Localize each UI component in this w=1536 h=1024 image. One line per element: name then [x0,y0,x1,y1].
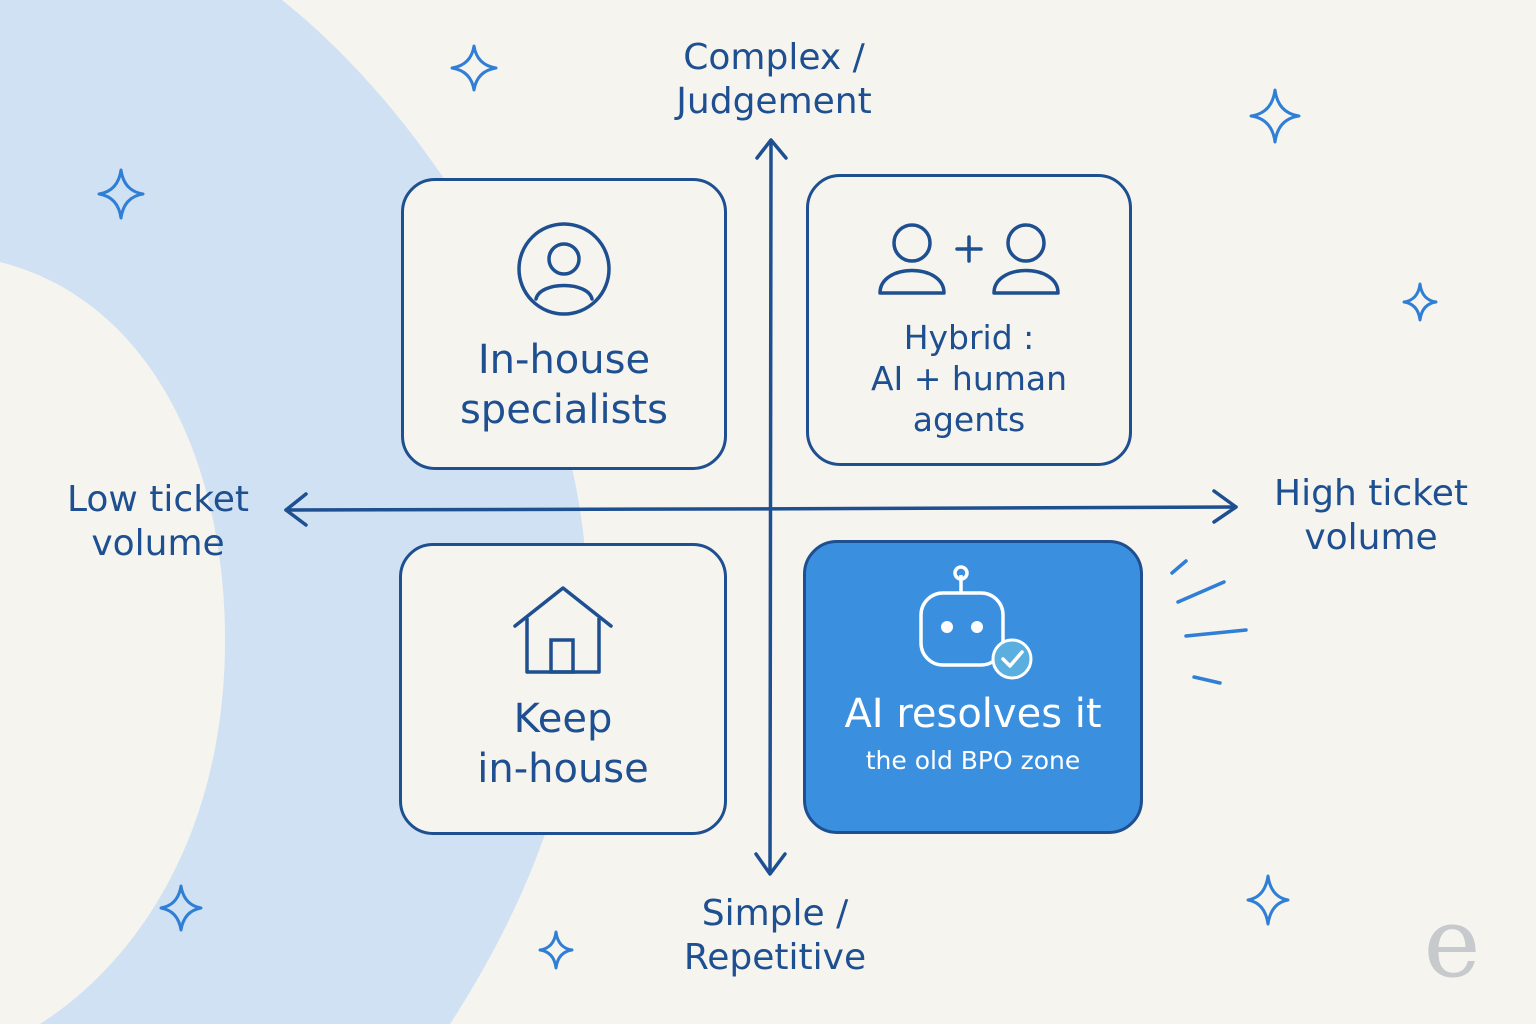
quadrant-title-line2: specialists [459,387,669,433]
quadrant-title: Keep in-house [477,694,649,794]
robot-check-icon [919,565,1033,680]
quadrant-title: AI resolves it [844,689,1101,739]
brand-logo: e [1423,887,1481,999]
axis-label-top-line1: Complex / [683,37,865,78]
vertical-axis [754,138,788,876]
person-icon [517,222,611,316]
axis-label-left-line2: volume [91,523,225,564]
axis-label-bottom-line2: Repetitive [683,937,867,978]
quadrant-hybrid: Hybrid : AI + human agents [806,174,1132,466]
quadrant-keep-in-house: Keep in-house [399,543,727,835]
axis-label-top-line2: Judgement [676,81,872,122]
axis-label-right: High ticket volume [1266,472,1476,560]
quadrant-title-line2: in-house [477,746,649,792]
sparkle-icon [538,930,574,970]
quadrant-title: Hybrid : AI + human agents [871,317,1067,440]
axis-label-bottom-line1: Simple / [701,893,849,934]
horizontal-axis [284,489,1238,527]
emphasis-lines [1170,559,1248,685]
house-icon [513,586,613,674]
axis-label-top: Complex / Judgement [666,36,882,124]
quadrant-title-line2: AI + human [870,359,1068,398]
axis-label-right-line1: High ticket [1274,473,1468,514]
quadrant-title-line1: AI resolves it [844,691,1102,737]
quadrant-title-line1: Keep [513,696,613,742]
quadrant-subtitle: the old BPO zone [865,746,1081,775]
two-people-icon [878,223,1060,295]
quadrant-title-line3: agents [912,400,1026,439]
quadrant-title: In-house specialists [460,335,668,435]
sparkle-icon [450,44,498,92]
sparkle-icon [1246,874,1290,926]
sparkle-icon [1402,282,1438,322]
quadrant-in-house-specialists: In-house specialists [401,178,727,470]
sparkle-icon [97,168,145,220]
axis-label-bottom: Simple / Repetitive [672,892,878,980]
axis-label-right-line2: volume [1304,517,1438,558]
sparkle-icon [159,884,203,932]
axis-label-left-line1: Low ticket [66,479,250,520]
quadrant-title-line1: Hybrid : [903,318,1035,357]
sparkle-icon [1249,88,1301,144]
quadrant-title-line1: In-house [477,337,651,383]
quadrant-ai-resolves-it: AI resolves it the old BPO zone [803,540,1143,834]
axis-label-left: Low ticket volume [58,478,258,566]
